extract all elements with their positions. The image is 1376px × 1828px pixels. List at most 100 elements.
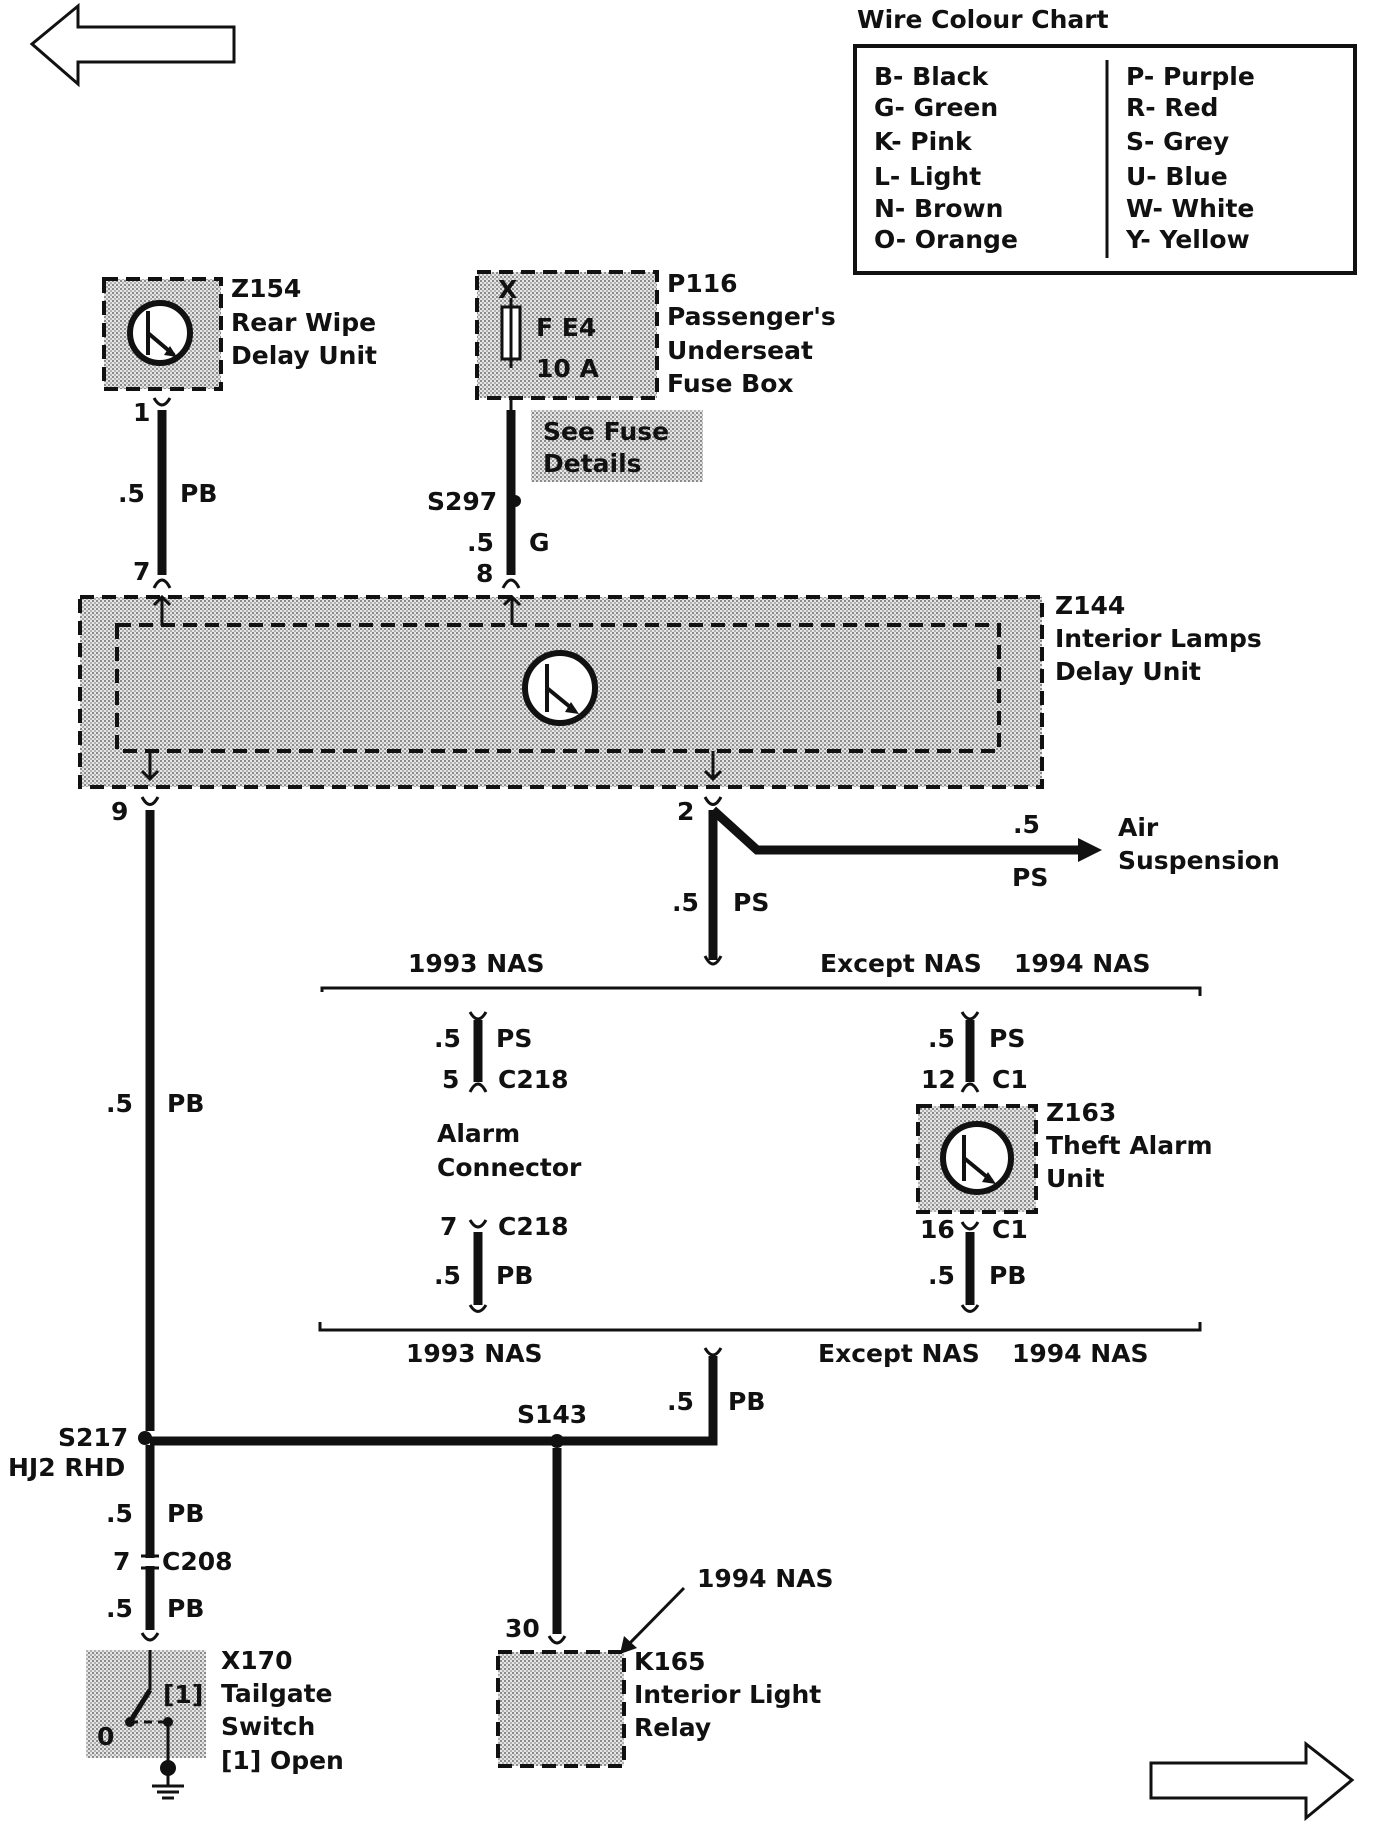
delay-unit-icon xyxy=(127,300,193,366)
fuse-details-note: See Fuse xyxy=(543,417,669,446)
z144-name: Delay Unit xyxy=(1055,657,1201,686)
pin-label: 7 xyxy=(133,557,150,586)
colour-code: W- White xyxy=(1126,194,1254,223)
delay-unit-icon xyxy=(522,650,598,726)
p116-name: Fuse Box xyxy=(667,369,794,398)
z154-id: Z154 xyxy=(231,274,301,303)
option-label: 1993 NAS xyxy=(406,1339,543,1368)
wire-colour: PS xyxy=(1012,863,1048,892)
option-label: Except NAS xyxy=(820,949,982,978)
option-label: 1993 NAS xyxy=(408,949,545,978)
alarm-connector-branch: .5 PS 5 C218 Alarm Connector 7 C218 .5 P… xyxy=(434,1011,582,1313)
option-bar-lower: 1993 NAS Except NAS 1994 NAS xyxy=(318,1322,1202,1368)
wire-g-p116-z144: S297 .5 G 8 xyxy=(427,398,550,589)
colour-code: G- Green xyxy=(874,93,998,122)
wire-size: .5 xyxy=(106,1089,133,1118)
wire-colour: G xyxy=(529,528,550,557)
pin-label: 7 xyxy=(440,1212,457,1241)
splice-location: HJ2 RHD xyxy=(8,1453,125,1482)
colour-code: P- Purple xyxy=(1126,62,1255,91)
air-suspension-label: Suspension xyxy=(1118,846,1280,875)
wire-size: .5 xyxy=(672,888,699,917)
wire-colour: PB xyxy=(167,1594,204,1623)
connector-label: C1 xyxy=(992,1065,1028,1094)
wire-pb-z154-z144: 1 .5 PB 7 xyxy=(118,397,217,589)
splice-s297 xyxy=(509,495,521,507)
pin-label: 16 xyxy=(920,1215,955,1244)
wire-pb-return: .5 PB xyxy=(555,1347,765,1446)
fuse-number: F E4 xyxy=(536,313,596,342)
ground-icon xyxy=(152,1760,184,1800)
colour-code: B- Black xyxy=(874,62,989,91)
arrow-right-icon xyxy=(1078,838,1102,862)
z163-theft-alarm-unit: .5 PS 12 C1 Z163 Theft Alarm Unit 16 C1 … xyxy=(916,1011,1213,1313)
k165-id: K165 xyxy=(634,1647,706,1676)
colour-code: N- Brown xyxy=(874,194,1003,223)
wire-size: .5 xyxy=(928,1024,955,1053)
colour-code: S- Grey xyxy=(1126,127,1229,156)
colour-code: K- Pink xyxy=(874,127,973,156)
p116-name: Passenger's xyxy=(667,302,836,331)
pin-label: 12 xyxy=(921,1065,956,1094)
k165-interior-light-relay: 1994 NAS K165 Interior Light Relay xyxy=(496,1564,834,1768)
colour-code: L- Light xyxy=(874,162,981,191)
x170-name: Switch xyxy=(221,1712,315,1741)
switch-position-0: 0 xyxy=(97,1722,114,1751)
pin-label: 8 xyxy=(476,559,493,588)
wire-size: .5 xyxy=(106,1499,133,1528)
option-bar-upper: 1993 NAS Except NAS 1994 NAS xyxy=(320,949,1202,996)
wire-size: .5 xyxy=(1013,810,1040,839)
x170-name: Tailgate xyxy=(221,1679,333,1708)
z163-name: Theft Alarm xyxy=(1046,1131,1213,1160)
k165-name: Relay xyxy=(634,1713,711,1742)
colour-code: Y- Yellow xyxy=(1125,225,1250,254)
pin-label: 5 xyxy=(442,1065,459,1094)
z154-name: Delay Unit xyxy=(231,341,377,370)
k165-name: Interior Light xyxy=(634,1680,821,1709)
wire-size: .5 xyxy=(667,1387,694,1416)
z144-id: Z144 xyxy=(1055,591,1125,620)
wire-colour: PB xyxy=(496,1261,533,1290)
pin-label: 2 xyxy=(677,797,694,826)
alarm-connector-label: Connector xyxy=(437,1153,582,1182)
wire-colour-chart: Wire Colour Chart B- Black G- Green K- P… xyxy=(853,5,1357,275)
wire-size: .5 xyxy=(467,528,494,557)
wire-colour: PB xyxy=(167,1089,204,1118)
p116-id: P116 xyxy=(667,269,738,298)
splice-s143 xyxy=(550,1434,564,1448)
switch-position-1: [1] xyxy=(163,1680,203,1709)
next-page-arrow-icon[interactable] xyxy=(1149,1740,1355,1822)
splice-label: S297 xyxy=(427,487,497,516)
colour-code: R- Red xyxy=(1126,93,1218,122)
fuse-details-note: Details xyxy=(543,449,642,478)
wire-colour-chart-title: Wire Colour Chart xyxy=(857,5,1109,34)
wire-colour: PS xyxy=(733,888,769,917)
z144-interior-lamps-delay-unit: Z144 Interior Lamps Delay Unit xyxy=(78,591,1262,789)
wire-colour: PB xyxy=(167,1499,204,1528)
wire-size: .5 xyxy=(106,1594,133,1623)
wire-size: .5 xyxy=(434,1024,461,1053)
connector-label: C218 xyxy=(498,1212,569,1241)
option-label: 1994 NAS xyxy=(1012,1339,1149,1368)
x170-tailgate-switch: [1] 0 X170 Tailgate Switch [1] Open xyxy=(86,1646,344,1800)
splice-label: S217 xyxy=(58,1423,128,1452)
z163-name: Unit xyxy=(1046,1164,1105,1193)
option-label: Except NAS xyxy=(818,1339,980,1368)
wire-ps-z144-pin2: 2 .5 PS .5 PS Air Suspension xyxy=(672,796,1280,966)
z163-id: Z163 xyxy=(1046,1098,1116,1127)
p116-passengers-underseat-fuse-box: X F E4 10 A P116 Passenger's Underseat F… xyxy=(475,269,836,482)
pin-label: 7 xyxy=(113,1547,130,1576)
wire-pb-z144-pin9: 9 .5 PB S217 HJ2 RHD S143 .5 PB 7 C208 .… xyxy=(8,796,587,1642)
connector-label: C218 xyxy=(498,1065,569,1094)
alarm-unit-icon xyxy=(940,1121,1014,1195)
wire-colour: PB xyxy=(989,1261,1026,1290)
pin-label: 1 xyxy=(133,398,150,427)
x170-note: [1] Open xyxy=(221,1746,344,1775)
wire-pb-s143-k165: 30 xyxy=(505,1448,567,1645)
z154-name: Rear Wipe xyxy=(231,308,376,337)
fuse-rating: 10 A xyxy=(536,354,599,383)
pin-label: 30 xyxy=(505,1614,540,1643)
previous-page-arrow-icon[interactable] xyxy=(29,2,236,88)
colour-code: U- Blue xyxy=(1126,162,1228,191)
p116-name: Underseat xyxy=(667,336,813,365)
